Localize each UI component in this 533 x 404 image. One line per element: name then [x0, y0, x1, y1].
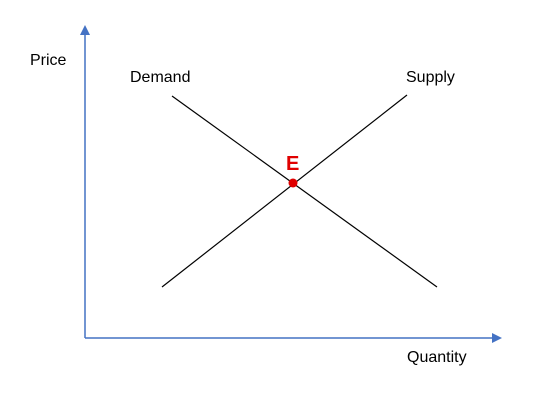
demand-curve	[171, 95, 438, 288]
demand-label: Demand	[130, 69, 190, 86]
equilibrium-label: E	[286, 153, 299, 175]
x-axis-label: Quantity	[407, 349, 467, 366]
supply-label: Supply	[406, 69, 455, 86]
supply-curve	[161, 94, 408, 288]
y-axis-label: Price	[30, 52, 67, 69]
equilibrium-point	[288, 178, 298, 188]
